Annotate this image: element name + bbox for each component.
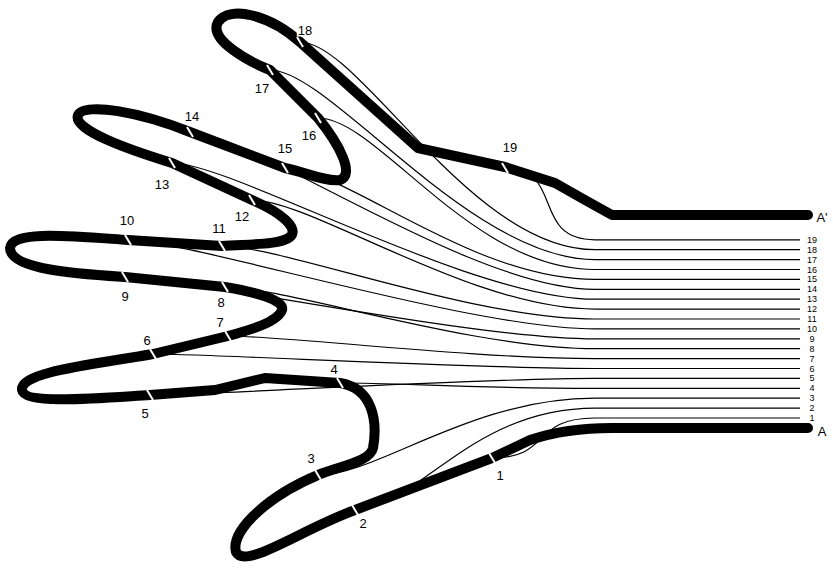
- callout-number: 1: [495, 469, 504, 482]
- callout-number: 17: [254, 82, 270, 95]
- wire: [153, 354, 800, 369]
- marker-tick: [315, 470, 321, 480]
- callout-number: 13: [154, 178, 170, 191]
- wire-number: 10: [806, 324, 818, 333]
- callout-number: 4: [329, 363, 338, 376]
- marker-tick: [249, 195, 255, 205]
- wire-number: 5: [808, 374, 815, 383]
- wire-number: 15: [806, 275, 818, 284]
- callout-number: 3: [306, 452, 315, 465]
- callout-number: 19: [502, 141, 518, 154]
- terminal-label: A: [817, 425, 828, 438]
- wire-number: 13: [806, 295, 818, 304]
- callout-number: 2: [358, 517, 367, 530]
- marker-tick: [147, 390, 153, 400]
- wire: [172, 163, 800, 299]
- wire-number: 19: [806, 235, 818, 244]
- marker-tick: [150, 349, 156, 359]
- callout-number: 11: [211, 222, 227, 235]
- marker-tick: [282, 163, 288, 173]
- wire-number: 14: [806, 285, 818, 294]
- wire-number: 3: [808, 394, 815, 403]
- callout-number: 8: [216, 296, 225, 309]
- marker-tick: [219, 241, 225, 251]
- callout-number: 12: [234, 210, 250, 223]
- wire-number: 18: [806, 245, 818, 254]
- hand-outline: [10, 14, 808, 557]
- callout-number: 6: [142, 334, 151, 347]
- marker-ticks: [122, 37, 508, 515]
- wire: [285, 168, 800, 279]
- marker-tick: [169, 158, 175, 168]
- callout-number: 15: [277, 142, 293, 155]
- wire-number: 7: [808, 354, 815, 363]
- callout-number: 7: [215, 316, 224, 329]
- marker-tick: [187, 127, 193, 137]
- callout-number: 9: [120, 290, 129, 303]
- marker-tick: [502, 163, 508, 173]
- callout-number: 5: [140, 407, 149, 420]
- marker-tick: [352, 505, 358, 515]
- marker-tick: [267, 65, 273, 75]
- wire-number: 2: [808, 404, 815, 413]
- wire-bundle: [125, 42, 800, 510]
- wire-number: 17: [806, 255, 818, 264]
- marker-tick: [225, 331, 231, 341]
- marker-tick: [222, 282, 228, 292]
- marker-tick: [315, 113, 321, 123]
- wire-number: 1: [808, 414, 815, 423]
- callout-number: 18: [297, 24, 313, 37]
- marker-tick: [122, 272, 128, 282]
- wire-number: 8: [808, 344, 815, 353]
- marker-tick: [125, 235, 131, 245]
- terminal-label: A': [815, 211, 828, 224]
- wire-number: 9: [808, 334, 815, 343]
- callout-number: 10: [119, 214, 135, 227]
- callout-number: 16: [301, 129, 317, 142]
- wire-number: 6: [808, 364, 815, 373]
- marker-tick: [297, 37, 303, 47]
- marker-tick: [489, 453, 495, 463]
- wire-number: 12: [806, 305, 818, 314]
- marker-tick: [337, 378, 343, 388]
- wire-number: 4: [808, 384, 815, 393]
- wire-number: 16: [806, 265, 818, 274]
- wire-number: 11: [806, 315, 817, 324]
- wire: [318, 118, 800, 270]
- callout-number: 14: [184, 110, 200, 123]
- wire: [222, 246, 800, 319]
